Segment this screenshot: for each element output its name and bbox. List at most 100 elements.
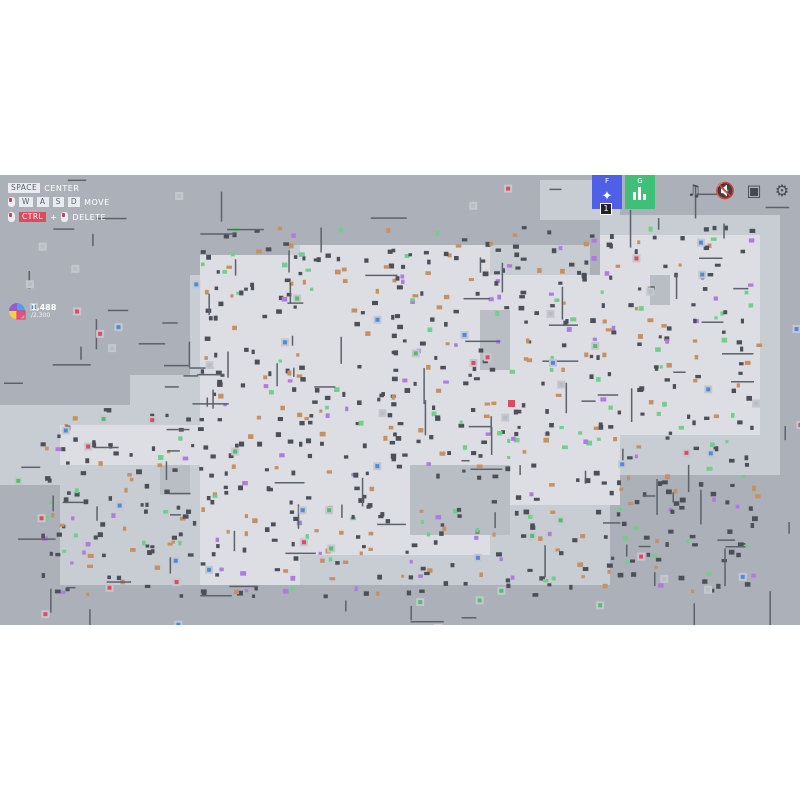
building [293, 556, 299, 561]
building [357, 400, 362, 406]
building [427, 568, 433, 573]
building [208, 316, 213, 321]
building [45, 446, 49, 451]
building [606, 563, 613, 568]
building [343, 455, 349, 459]
building [393, 432, 397, 437]
building [213, 315, 218, 321]
building [314, 529, 319, 533]
building [54, 589, 61, 594]
building [425, 271, 431, 276]
building [611, 556, 615, 560]
belt [479, 257, 482, 273]
building [548, 292, 554, 296]
building [56, 532, 62, 537]
building [562, 445, 568, 450]
building [293, 255, 298, 259]
resource [43, 612, 48, 617]
building [232, 325, 237, 331]
building [299, 441, 303, 447]
building [365, 331, 371, 337]
building [60, 590, 66, 594]
building [506, 455, 511, 459]
building [397, 324, 403, 330]
building [276, 309, 282, 314]
belt [602, 522, 621, 524]
resource [471, 203, 476, 208]
building [584, 478, 591, 484]
belt [50, 588, 52, 613]
building [203, 445, 209, 450]
building [439, 531, 444, 536]
factory-map[interactable] [0, 175, 800, 625]
belt [234, 259, 237, 276]
resource [471, 360, 476, 365]
building [478, 348, 484, 353]
gear-icon[interactable]: ⚙ [774, 181, 790, 200]
resource [684, 450, 689, 455]
building [108, 443, 113, 447]
building [185, 509, 192, 514]
building [576, 478, 580, 482]
building [707, 243, 712, 249]
building [216, 270, 220, 274]
building [521, 403, 526, 408]
belt [53, 228, 75, 230]
hotkey-label: F [604, 177, 610, 185]
belt [565, 382, 568, 414]
sound-muted-icon[interactable]: 🔇 [715, 181, 735, 200]
building [551, 248, 557, 254]
building [199, 417, 205, 422]
building [360, 311, 365, 315]
building [617, 410, 622, 415]
building [219, 567, 224, 572]
resource [174, 580, 179, 585]
building [526, 358, 533, 363]
building [277, 226, 283, 231]
belt [638, 545, 651, 548]
wand-button[interactable]: F ✦ 1 [592, 175, 622, 215]
building [634, 454, 638, 459]
building [584, 260, 589, 265]
building [204, 356, 208, 360]
belt [287, 302, 304, 304]
statistics-button[interactable]: G [625, 175, 655, 209]
building [179, 516, 186, 521]
building [150, 413, 155, 419]
resource [503, 415, 508, 420]
building [224, 471, 228, 476]
building [596, 355, 600, 360]
belt [733, 287, 749, 290]
building [412, 294, 419, 298]
building [444, 321, 448, 327]
building [420, 520, 425, 524]
building [46, 514, 50, 518]
building [603, 535, 608, 539]
resource [550, 360, 555, 365]
building [491, 500, 498, 504]
game-viewport[interactable]: SPACE CENTER W A S D MOVE CTRL + DELETE … [0, 175, 800, 625]
building [613, 436, 618, 442]
building [171, 540, 176, 544]
building [740, 346, 744, 352]
resource [506, 186, 511, 191]
resource [31, 304, 36, 309]
building [582, 567, 589, 571]
building [296, 520, 302, 526]
building [215, 573, 220, 577]
building [558, 281, 563, 285]
building [419, 509, 424, 513]
building [427, 259, 431, 265]
building [455, 244, 462, 248]
building [510, 575, 515, 580]
building [402, 378, 408, 383]
building [501, 268, 505, 273]
building [686, 539, 690, 544]
resource [499, 588, 504, 593]
building [736, 340, 743, 345]
building [145, 544, 150, 548]
building [57, 434, 61, 439]
save-icon[interactable]: ▣ [746, 181, 762, 200]
belt [675, 273, 678, 300]
music-off-icon[interactable]: ♫ [686, 181, 702, 200]
